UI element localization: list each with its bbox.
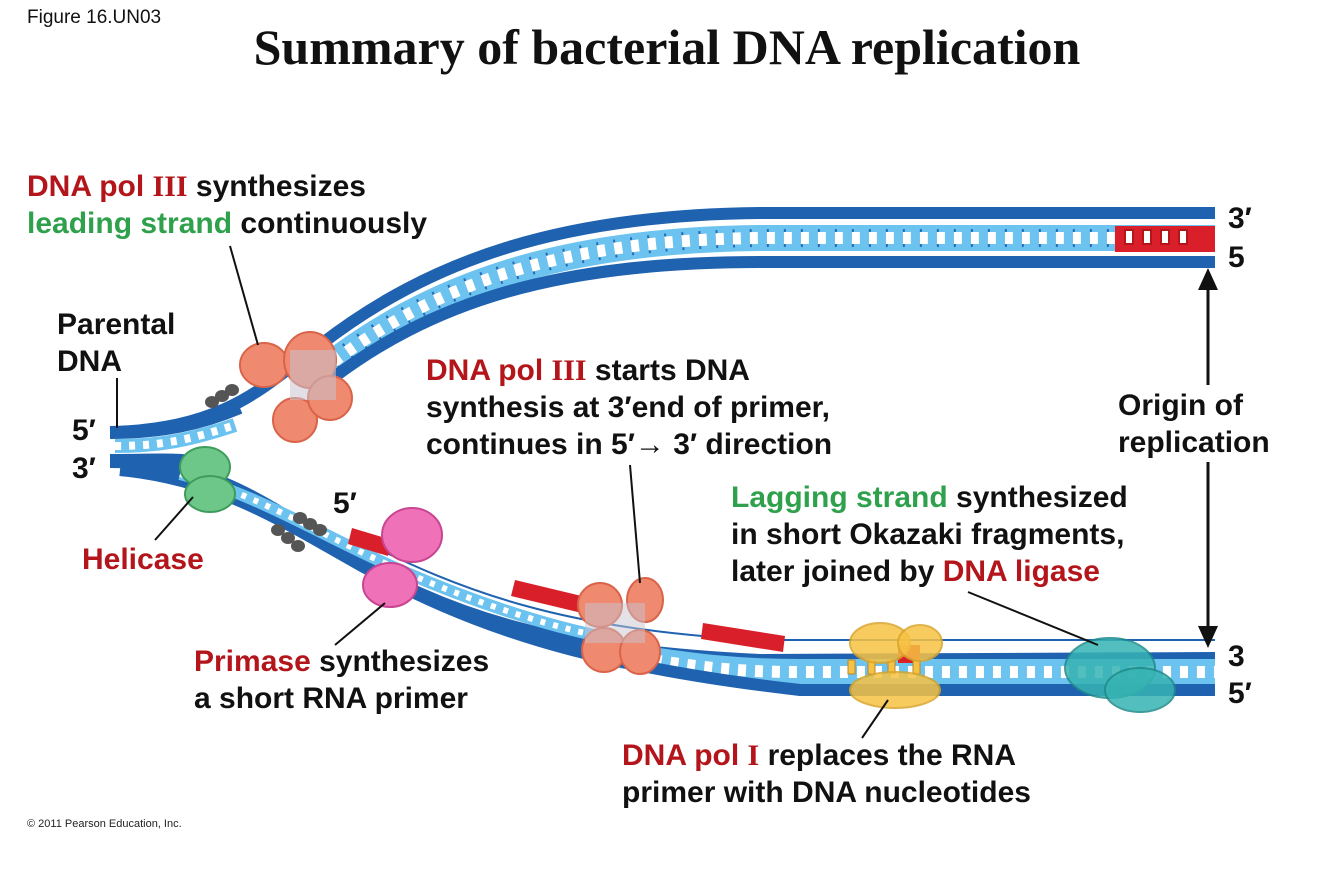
end-primer-5prime: 5′ (333, 487, 357, 520)
figure-label: Figure 16.UN03 (27, 7, 162, 28)
dna-pol-III-lagging (577, 577, 664, 675)
end-bottom-right-3prime: 3 (1228, 640, 1245, 673)
origin-arrow (1198, 268, 1218, 648)
label-helicase: Helicase (82, 543, 204, 576)
dna-pol-III-leading (239, 331, 353, 443)
label-leading-strand: DNA pol III synthesizes leading strand c… (27, 170, 428, 240)
figure-title: Summary of bacterial DNA replication (253, 19, 1081, 75)
leader-lines (116, 245, 1099, 739)
primase-protein (362, 507, 443, 608)
leading-strand-arm (109, 207, 1215, 438)
helicase-protein (179, 446, 236, 513)
dna-pol-I-protein (849, 622, 943, 709)
label-pol-I: DNA pol I replaces the RNA primer with D… (622, 739, 1031, 809)
end-left-5prime: 5′ (72, 414, 96, 447)
label-origin: Origin of replication (1118, 389, 1270, 459)
dna-ligase-protein (1064, 637, 1176, 713)
label-lagging-strand: Lagging strand synthesized in short Okaz… (731, 481, 1128, 588)
label-parental-dna: Parental DNA (57, 308, 176, 378)
label-pol-III-start: DNA pol III starts DNA synthesis at 3′en… (426, 354, 833, 461)
label-primase: Primase synthesizes a short RNA primer (194, 645, 490, 715)
end-left-3prime: 3′ (72, 452, 96, 485)
end-top-right-3prime: 3′ (1228, 202, 1252, 235)
end-top-right-5prime: 5 (1228, 241, 1245, 274)
copyright: © 2011 Pearson Education, Inc. (27, 818, 182, 830)
topo-clamps (205, 384, 327, 552)
end-bottom-right-5prime: 5′ (1228, 677, 1252, 710)
